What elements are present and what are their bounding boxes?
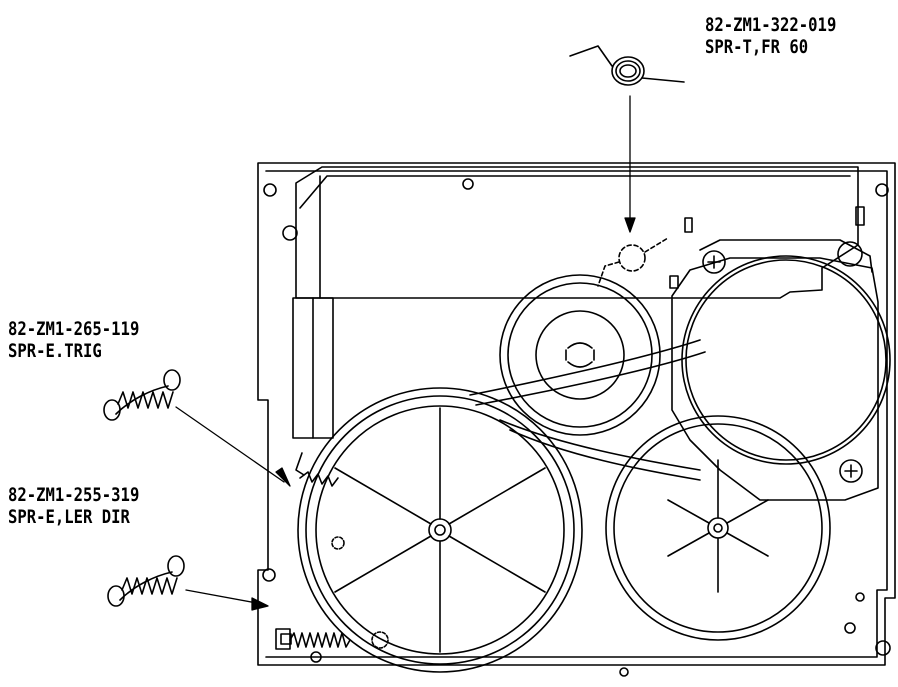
upper-bracket-edge <box>299 175 851 209</box>
right-flywheel <box>605 415 831 641</box>
left-flywheel-spokes <box>334 407 546 653</box>
motor-pivot <box>837 241 863 267</box>
trig-spring-part <box>103 369 181 421</box>
drive-belts <box>469 339 706 481</box>
lever-spring-installed <box>275 628 389 650</box>
part-label-lever: 82-ZM1-255-319 SPR-E,LER DIR <box>8 484 139 528</box>
part-name: SPR-E,LER DIR <box>8 506 130 528</box>
chassis-plate <box>257 162 896 666</box>
right-flywheel-spokes <box>667 459 769 593</box>
part-label-torsion: 82-ZM1-322-019 SPR-T,FR 60 <box>705 14 836 58</box>
upper-bracket <box>295 166 859 299</box>
part-number: 82-ZM1-255-319 <box>8 484 140 506</box>
motor-drum <box>681 255 891 465</box>
motor-top-bracket <box>699 239 873 273</box>
torsion-spring-position <box>597 237 669 287</box>
leader-arrows <box>175 95 636 611</box>
bracket-slots <box>669 206 865 289</box>
upper-reel <box>499 274 661 436</box>
upper-reel-hub <box>535 310 625 400</box>
screw-bottom <box>839 459 863 483</box>
part-name: SPR-E.TRIG <box>8 340 102 362</box>
part-number: 82-ZM1-322-019 <box>705 14 837 36</box>
part-number: 82-ZM1-265-119 <box>8 318 140 340</box>
motor-housing <box>671 257 879 501</box>
chassis-holes <box>262 178 891 677</box>
torsion-spring-part <box>569 45 685 86</box>
left-flywheel <box>297 387 583 673</box>
screw-top <box>702 250 726 274</box>
lever-spring-part <box>107 555 185 607</box>
chassis-inner-edge <box>265 170 888 658</box>
part-name: SPR-T,FR 60 <box>705 36 809 58</box>
hub-drive-key <box>565 342 595 368</box>
part-label-trig: 82-ZM1-265-119 SPR-E.TRIG <box>8 318 139 362</box>
trig-spring-installed <box>295 452 345 550</box>
